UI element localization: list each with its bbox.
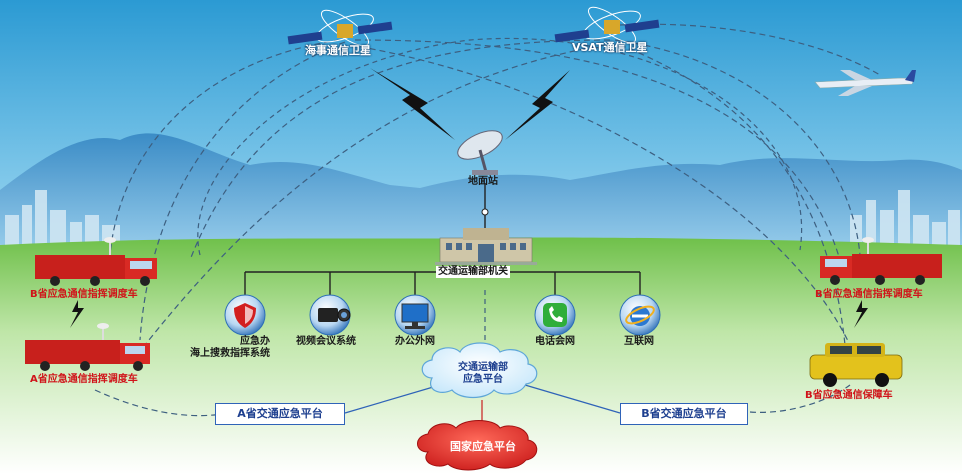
truck-right-top-icon [820, 237, 942, 285]
satellite-right-label: VSAT通信卫星 [572, 41, 648, 54]
province-a-platform-box: A省交通应急平台 [215, 403, 345, 425]
lightning-right [505, 70, 570, 140]
system-icons [224, 294, 661, 336]
lightning-small-left [70, 300, 84, 328]
suv-icon [809, 343, 903, 387]
satellite-left-icon [287, 9, 393, 47]
system-label-emergency-office: 应急办 海上搜救指挥系统 [190, 336, 270, 359]
system-label-video-conference: 视频会议系统 [296, 336, 356, 347]
province-b-platform-box: B省交通应急平台 [620, 403, 748, 425]
national-platform-label: 国家应急平台 [450, 440, 516, 453]
satellite-right-icon [554, 6, 660, 44]
system-label-internet: 互联网 [624, 336, 654, 347]
ministry-building-icon [435, 228, 537, 265]
vehicle-label-left-bottom: A省应急通信指挥调度车 [30, 374, 138, 385]
lightning-small-right [854, 300, 868, 328]
airplane-icon [814, 70, 916, 96]
satellite-left-label: 海事通信卫星 [305, 44, 371, 57]
vehicle-label-left-top: B省应急通信指挥调度车 [30, 289, 138, 300]
truck-left-bottom-icon [25, 323, 150, 371]
system-label-office-extranet: 办公外网 [395, 336, 435, 347]
national-platform-cloud [417, 420, 538, 471]
ground-station-label: 地面站 [468, 176, 498, 187]
ground-station-dish-icon [457, 130, 503, 175]
lightning-left [370, 68, 455, 140]
system-label-telephone-conference: 电话会网 [535, 336, 575, 347]
vehicle-label-right-bottom: B省应急通信保障车 [805, 390, 893, 401]
vehicle-label-right-top: B省应急通信指挥调度车 [815, 289, 923, 300]
mountains [0, 133, 962, 260]
ministry-platform-cloud [421, 342, 538, 399]
truck-left-top-icon [35, 237, 157, 286]
ministry-label: 交通运输部机关 [436, 266, 510, 278]
ministry-platform-label: 交通运输部 应急平台 [458, 362, 508, 385]
